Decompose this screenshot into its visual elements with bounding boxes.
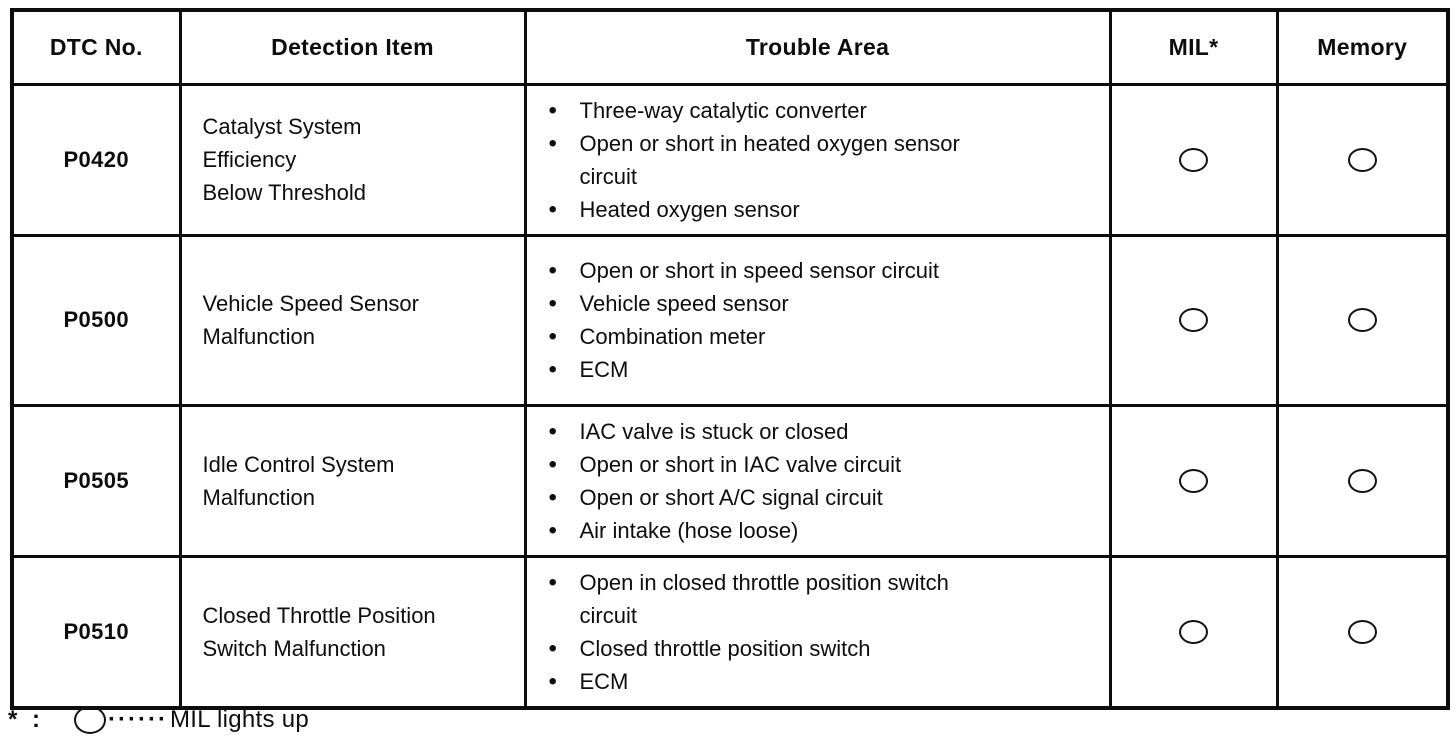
mil-circle-icon	[1179, 468, 1208, 493]
trouble-area-item: Combination meter	[547, 320, 1099, 353]
col-header-mil: MIL*	[1108, 8, 1279, 86]
footnote-dots: ······	[108, 706, 168, 733]
trouble-area-list: Three-way catalytic converter Open or sh…	[547, 94, 1099, 226]
footnote-text: MIL lights up	[169, 706, 310, 733]
trouble-area-cell: Three-way catalytic converter Open or sh…	[523, 82, 1112, 237]
trouble-area-item: Air intake (hose loose)	[547, 514, 1099, 547]
memory-cell	[1275, 403, 1450, 558]
col-header-dtc-no: DTC No.	[10, 8, 182, 86]
memory-circle-icon	[1347, 308, 1377, 332]
trouble-area-item: ECM	[547, 353, 1099, 386]
memory-cell	[1275, 233, 1450, 407]
footnote-marker: * :	[8, 706, 44, 733]
memory-cell	[1275, 82, 1450, 237]
table-row-p0500: P0500 Vehicle Speed Sensor Malfunction O…	[10, 233, 1450, 407]
trouble-area-item: Open or short A/C signal circuit	[547, 481, 1099, 514]
mil-cell	[1108, 554, 1279, 709]
trouble-area-cell: Open in closed throttle position switch …	[523, 554, 1112, 709]
mil-cell	[1108, 233, 1279, 407]
trouble-area-item: ECM	[547, 665, 1099, 698]
trouble-area-list: IAC valve is stuck or closed Open or sho…	[547, 415, 1099, 547]
trouble-area-item: Vehicle speed sensor	[547, 287, 1099, 320]
trouble-area-item: Open or short in IAC valve circuit	[547, 448, 1099, 481]
footnote-circle-icon	[74, 706, 106, 734]
memory-cell	[1275, 554, 1450, 709]
table-header-row: DTC No. Detection Item Trouble Area MIL*…	[10, 8, 1450, 86]
trouble-area-list: Open in closed throttle position switch …	[547, 566, 1099, 698]
col-header-trouble-area: Trouble Area	[523, 8, 1112, 86]
trouble-area-list: Open or short in speed sensor circuit Ve…	[547, 254, 1099, 386]
detection-item: Idle Control System Malfunction	[178, 403, 527, 558]
dtc-code: P0420	[10, 82, 182, 237]
trouble-area-item: Open or short in heated oxygen sensor ci…	[547, 127, 1099, 193]
trouble-area-item: IAC valve is stuck or closed	[547, 415, 1099, 448]
mil-cell	[1108, 403, 1279, 558]
trouble-area-item: Closed throttle position switch	[547, 632, 1099, 665]
table-row-p0505: P0505 Idle Control System Malfunction IA…	[10, 403, 1450, 558]
table-row-p0420: P0420 Catalyst System Efficiency Below T…	[10, 82, 1450, 237]
col-header-detection-item: Detection Item	[178, 8, 527, 86]
dtc-code: P0500	[10, 233, 182, 407]
dtc-code: P0505	[10, 403, 182, 558]
detection-item: Closed Throttle Position Switch Malfunct…	[178, 554, 527, 709]
detection-item: Vehicle Speed Sensor Malfunction	[178, 233, 527, 407]
table-row-p0510: P0510 Closed Throttle Position Switch Ma…	[10, 554, 1450, 709]
mil-circle-icon	[1179, 147, 1208, 172]
trouble-area-item: Three-way catalytic converter	[547, 94, 1099, 127]
trouble-area-item: Open in closed throttle position switch …	[547, 566, 1099, 632]
col-header-memory: Memory	[1275, 8, 1450, 86]
trouble-area-item: Heated oxygen sensor	[547, 193, 1099, 226]
dtc-table: DTC No. Detection Item Trouble Area MIL*…	[10, 8, 1450, 710]
detection-item: Catalyst System Efficiency Below Thresho…	[178, 82, 527, 237]
mil-circle-icon	[1179, 308, 1208, 332]
memory-circle-icon	[1347, 147, 1377, 172]
dtc-code: P0510	[10, 554, 182, 709]
mil-cell	[1108, 82, 1279, 237]
memory-circle-icon	[1347, 468, 1377, 493]
footnote: * : ······ MIL lights up	[8, 702, 309, 738]
trouble-area-cell: Open or short in speed sensor circuit Ve…	[523, 233, 1112, 407]
trouble-area-item: Open or short in speed sensor circuit	[547, 254, 1099, 287]
memory-circle-icon	[1347, 619, 1377, 644]
trouble-area-cell: IAC valve is stuck or closed Open or sho…	[523, 403, 1112, 558]
mil-circle-icon	[1179, 619, 1208, 644]
